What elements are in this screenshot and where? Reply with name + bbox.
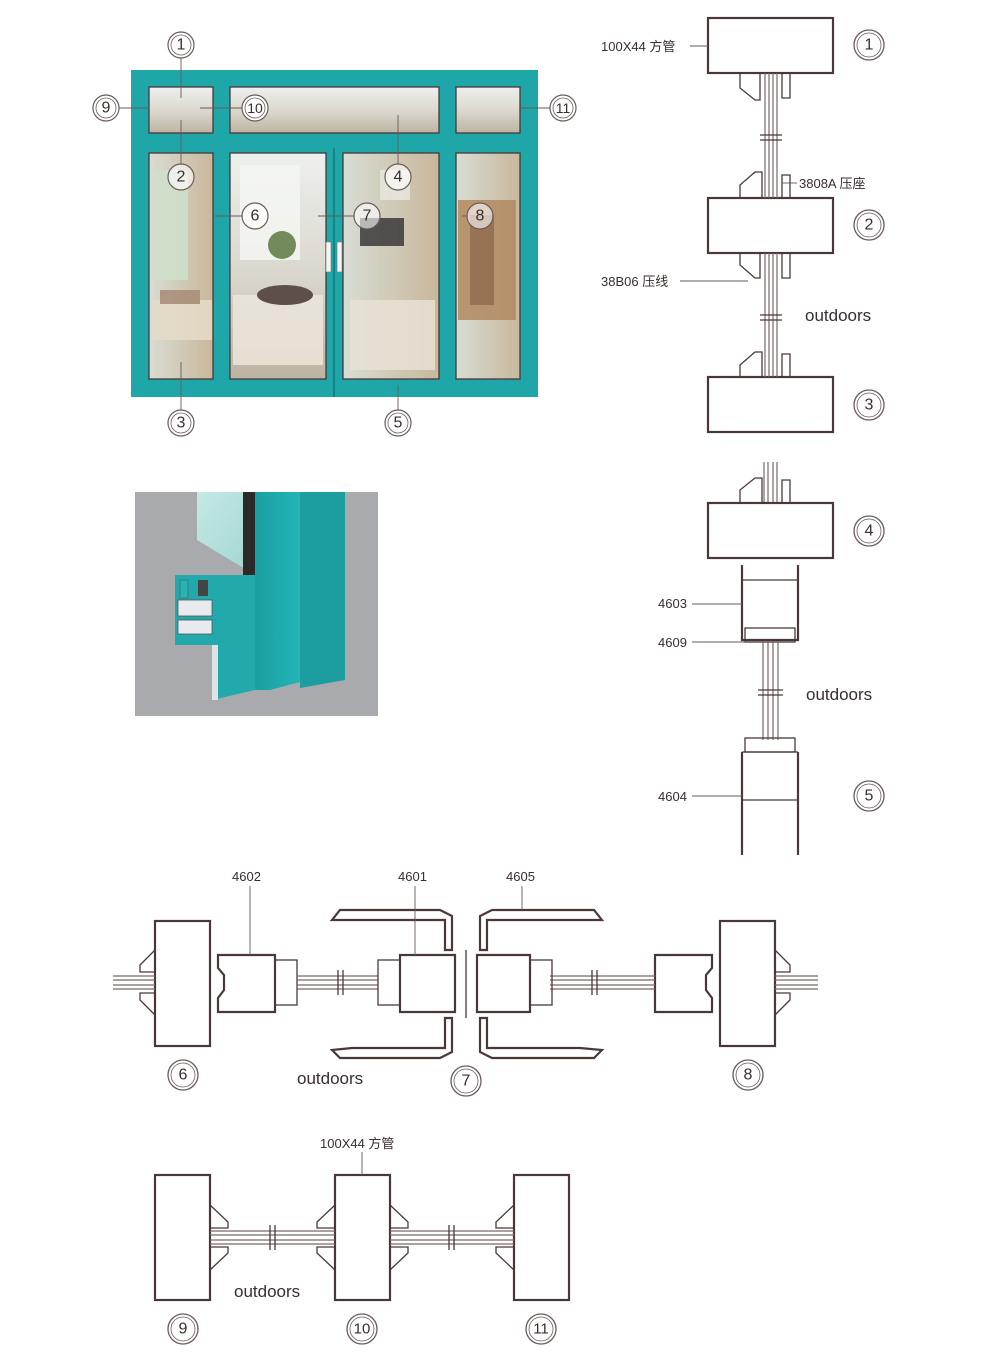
callout-number: 3 bbox=[177, 415, 186, 432]
callout-7-section: 7 bbox=[450, 1065, 482, 1097]
callout-number: 2 bbox=[865, 217, 874, 234]
mullion-tube-10 bbox=[333, 1173, 392, 1302]
label-4605: 4605 bbox=[506, 869, 535, 884]
callout-number: 8 bbox=[476, 208, 485, 225]
label-press-seat: 3808A 压座 bbox=[799, 176, 866, 191]
callout-1-section: 1 bbox=[853, 29, 885, 61]
callout-4-elevation: 4 bbox=[384, 163, 412, 191]
callout-markers: 1 9 10 11 2 4 6 7 8 3 5 1 2 3 4 5 6 7 8 … bbox=[92, 29, 885, 1345]
part-labels: 100X44 方管 3808A 压座 38B06 压线 4603 4609 46… bbox=[232, 39, 866, 1151]
label-4603: 4603 bbox=[658, 596, 687, 611]
callout-2-elevation: 2 bbox=[167, 163, 195, 191]
profile-3d-render bbox=[135, 492, 378, 716]
callout-number: 11 bbox=[533, 1321, 549, 1338]
vertical-section-upper bbox=[680, 16, 835, 434]
callout-9-elevation: 9 bbox=[92, 94, 120, 122]
callout-7-elevation: 7 bbox=[353, 202, 381, 230]
window-elevation bbox=[119, 57, 550, 410]
label-4609: 4609 bbox=[658, 635, 687, 650]
callout-11-elevation: 11 bbox=[549, 94, 577, 122]
door-handle-right bbox=[336, 241, 343, 273]
callout-number: 11 bbox=[556, 100, 571, 116]
mullion-tube-11 bbox=[512, 1173, 571, 1302]
callout-number: 1 bbox=[177, 37, 186, 54]
callout-number: 4 bbox=[865, 523, 874, 540]
outdoors-label-doors: outdoors bbox=[297, 1069, 363, 1088]
door-handle-left bbox=[325, 241, 332, 273]
callout-6-section: 6 bbox=[167, 1059, 199, 1091]
transom-tube-2 bbox=[706, 196, 835, 255]
callout-8-elevation: 8 bbox=[466, 202, 494, 230]
callout-number: 9 bbox=[102, 100, 111, 117]
callout-9-section: 9 bbox=[167, 1313, 199, 1345]
callout-6-elevation: 6 bbox=[241, 202, 269, 230]
pane-top-right bbox=[456, 87, 520, 133]
room-interior-illustration bbox=[152, 165, 516, 370]
outdoors-labels: outdoors outdoors outdoors outdoors bbox=[234, 306, 872, 1301]
outdoors-label-upper: outdoors bbox=[805, 306, 871, 325]
label-4602: 4602 bbox=[232, 869, 261, 884]
callout-number: 2 bbox=[177, 169, 186, 186]
callout-10-section: 10 bbox=[346, 1313, 378, 1345]
callout-number: 8 bbox=[744, 1067, 753, 1084]
callout-number: 10 bbox=[354, 1321, 371, 1338]
callout-1-elevation: 1 bbox=[167, 31, 195, 59]
mullion-tube-8 bbox=[718, 919, 777, 1048]
callout-number: 5 bbox=[865, 788, 874, 805]
callout-3-elevation: 3 bbox=[167, 409, 195, 437]
label-press-line: 38B06 压线 bbox=[601, 274, 668, 289]
label-4601: 4601 bbox=[398, 869, 427, 884]
outdoors-label-lower: outdoors bbox=[806, 685, 872, 704]
horizontal-section-top-lights bbox=[153, 1152, 571, 1302]
transom-tube-1 bbox=[706, 16, 835, 75]
label-4604: 4604 bbox=[658, 789, 687, 804]
mullion-tube-6 bbox=[153, 919, 212, 1048]
callout-11-section: 11 bbox=[525, 1313, 557, 1345]
callout-number: 9 bbox=[179, 1321, 188, 1338]
sill-tube-3 bbox=[706, 375, 835, 434]
callout-10-elevation: 10 bbox=[241, 94, 269, 122]
callout-5-section: 5 bbox=[853, 780, 885, 812]
callout-number: 10 bbox=[247, 100, 263, 116]
callout-8-section: 8 bbox=[732, 1059, 764, 1091]
callout-number: 7 bbox=[363, 208, 372, 225]
callout-3-section: 3 bbox=[853, 389, 885, 421]
vertical-section-lower bbox=[692, 462, 835, 855]
horizontal-section-doors bbox=[113, 886, 818, 1060]
outdoors-label-top-lights: outdoors bbox=[234, 1282, 300, 1301]
callout-number: 6 bbox=[179, 1067, 188, 1084]
callout-number: 3 bbox=[865, 397, 874, 414]
label-tube-bottom: 100X44 方管 bbox=[320, 1136, 394, 1151]
callout-number: 4 bbox=[394, 169, 403, 186]
callout-5-elevation: 5 bbox=[384, 409, 412, 437]
callout-4-section: 4 bbox=[853, 515, 885, 547]
mullion-tube-9 bbox=[153, 1173, 212, 1302]
label-tube-top: 100X44 方管 bbox=[601, 39, 675, 54]
callout-number: 5 bbox=[394, 415, 403, 432]
callout-2-section: 2 bbox=[853, 209, 885, 241]
callout-number: 6 bbox=[251, 208, 260, 225]
callout-number: 7 bbox=[462, 1073, 471, 1090]
callout-number: 1 bbox=[865, 37, 874, 54]
transom-tube-4 bbox=[706, 501, 835, 560]
